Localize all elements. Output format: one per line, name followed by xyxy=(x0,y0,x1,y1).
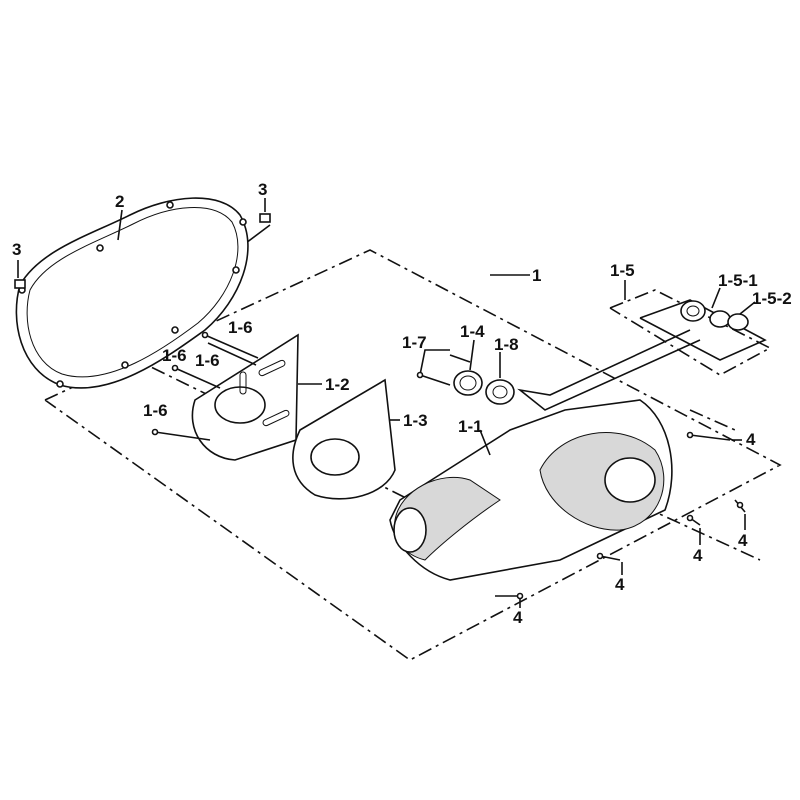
ring-1-5-1 xyxy=(709,310,731,328)
label-1-6-a: 1-6 xyxy=(228,318,253,337)
label-1-8: 1-8 xyxy=(494,335,519,354)
gasket-part-2-inner xyxy=(26,207,239,378)
axis-line-bolt xyxy=(689,409,736,431)
label-1-5-2: 1-5-2 xyxy=(752,289,792,308)
label-1-5-1: 1-5-1 xyxy=(718,271,758,290)
leader-1-7 xyxy=(419,349,450,376)
cover-1-1-dome xyxy=(604,457,656,503)
leader-1-5-to-cover xyxy=(517,329,701,411)
bolt-4-c xyxy=(734,499,746,513)
assembly-boundary-1-5 xyxy=(609,289,772,376)
cover-1-1-bulge xyxy=(539,432,665,531)
axis-line-right xyxy=(519,449,761,561)
cover-1-1-intake-mouth xyxy=(393,507,427,553)
bolt-4-a xyxy=(686,431,731,441)
dowel-pin-3-top xyxy=(259,213,271,223)
leader-1-1 xyxy=(479,429,491,456)
assembly-boundary-1-5-inner xyxy=(639,299,767,361)
ring-1-5-2 xyxy=(727,313,749,331)
label-1-7: 1-7 xyxy=(402,333,427,352)
label-4-d: 4 xyxy=(615,575,625,594)
bolt-4-b xyxy=(686,514,701,526)
screw-1-6-b xyxy=(207,342,257,366)
gasket-part-2 xyxy=(15,197,249,389)
screw-1-6-a xyxy=(201,331,259,359)
label-1-6-b: 1-6 xyxy=(162,346,187,365)
leader-2 xyxy=(117,209,123,241)
leader-1-5-2 xyxy=(739,301,756,315)
leader-1-4 xyxy=(469,339,475,371)
label-4-b: 4 xyxy=(693,546,703,565)
label-3-left: 3 xyxy=(12,240,21,259)
label-1-5: 1-5 xyxy=(610,261,635,280)
label-1: 1 xyxy=(532,266,541,285)
label-1-4: 1-4 xyxy=(460,322,485,341)
bearing-1-8 xyxy=(485,379,515,405)
plate-1-3-hole xyxy=(310,438,360,476)
bolt-4-e xyxy=(495,592,524,600)
bolt-1-7 xyxy=(416,354,471,386)
label-4-c: 4 xyxy=(738,531,748,550)
label-1-1: 1-1 xyxy=(458,417,483,436)
label-1-6-c: 1-6 xyxy=(195,351,220,370)
leader-1-5-1 xyxy=(711,287,721,309)
dowel-pin-3-left xyxy=(14,279,26,289)
label-3-top: 3 xyxy=(258,180,267,199)
label-2: 2 xyxy=(115,192,124,211)
assembly-boundary-1 xyxy=(44,249,782,661)
label-1-2: 1-2 xyxy=(325,375,350,394)
plate-1-2-slots xyxy=(239,359,290,427)
seal-1-4 xyxy=(453,370,483,396)
screw-1-6-c xyxy=(171,364,221,389)
label-1-6-d: 1-6 xyxy=(143,401,168,420)
gear-1-5 xyxy=(680,300,706,322)
label-1-3: 1-3 xyxy=(403,411,428,430)
screw-1-6-d xyxy=(151,428,211,441)
label-4-a: 4 xyxy=(746,430,756,449)
bolt-4-d xyxy=(596,552,621,561)
label-4-e: 4 xyxy=(513,608,523,627)
